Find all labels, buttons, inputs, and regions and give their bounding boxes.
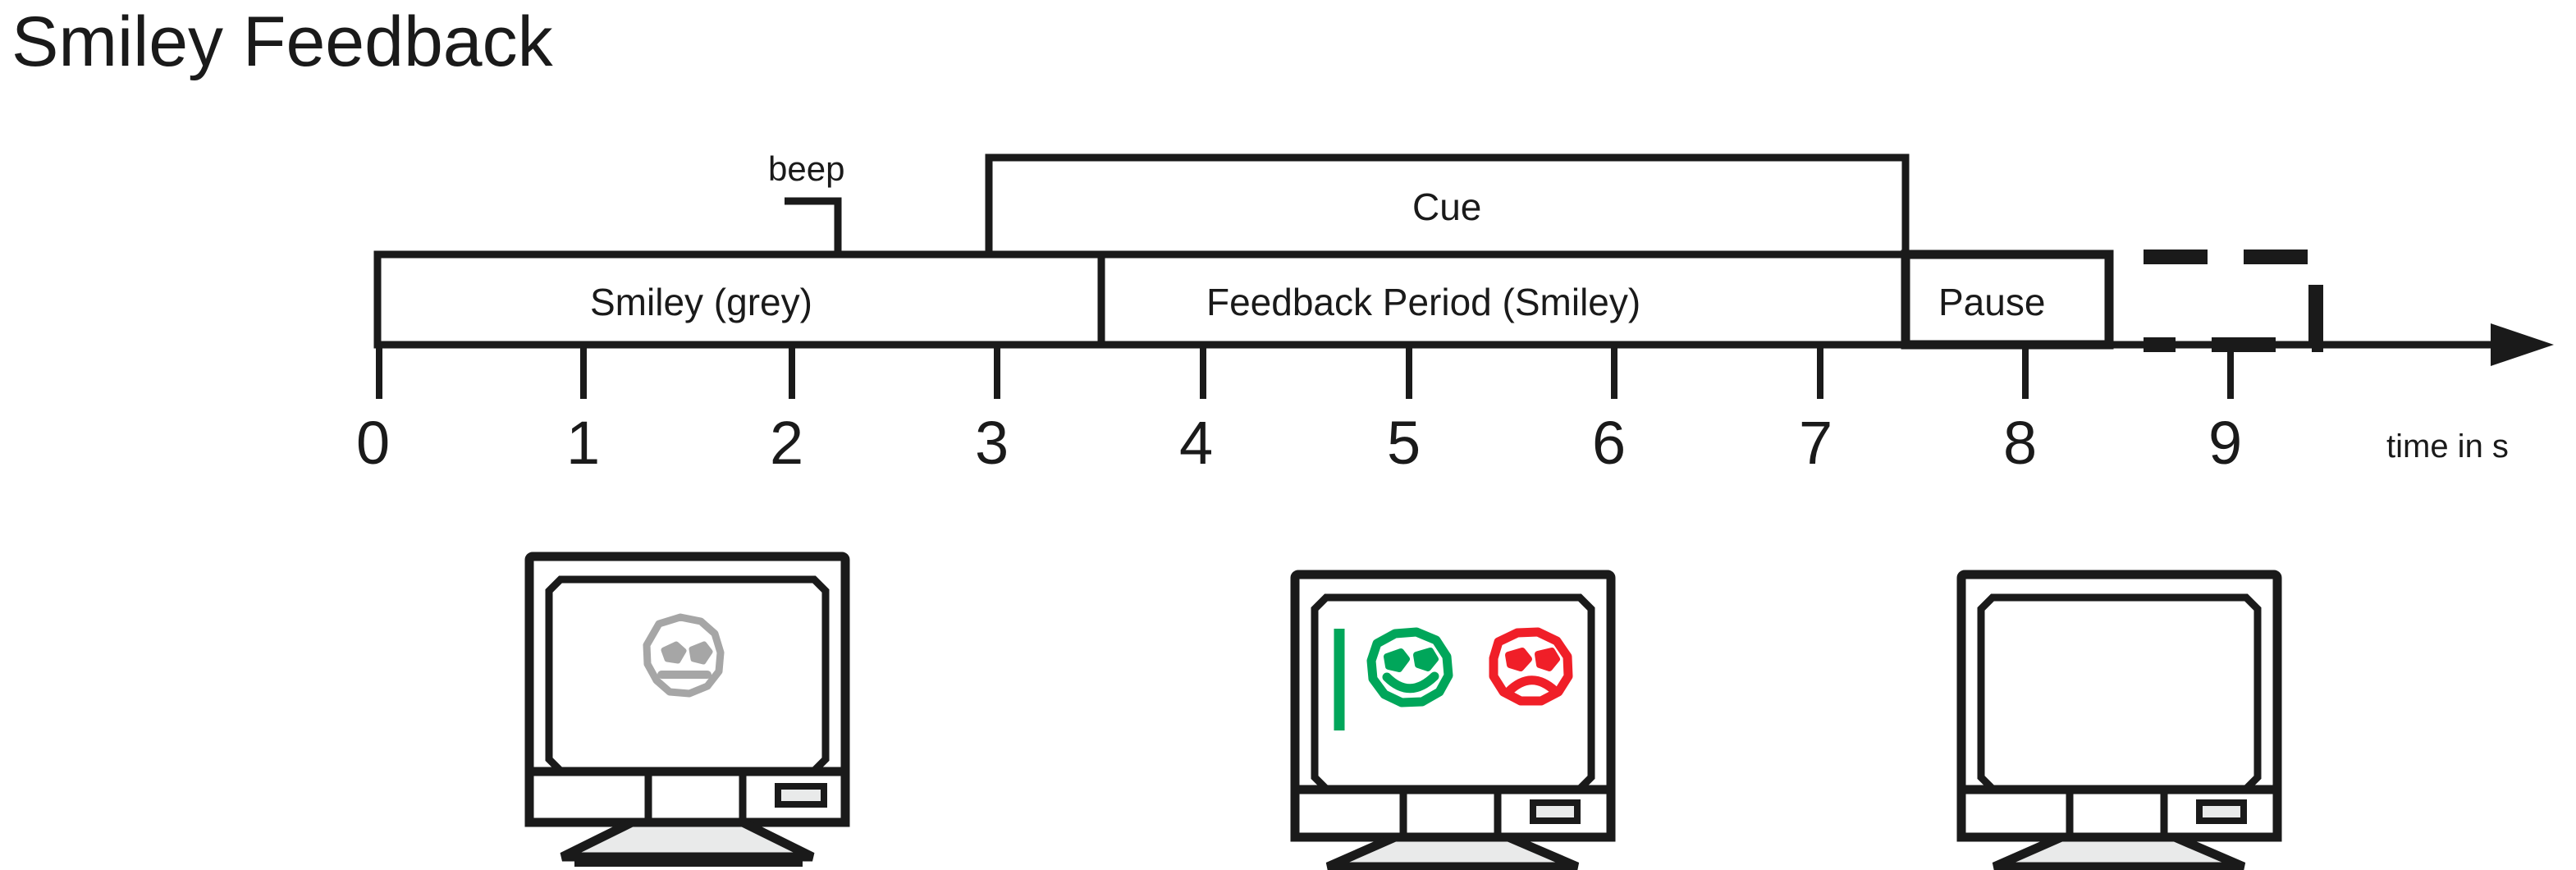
beep-label: beep [768, 149, 845, 188]
green-happy-face-icon [1366, 627, 1453, 707]
power-led [1530, 799, 1581, 824]
tick-label-2: 2 [770, 409, 804, 477]
axis-arrow-head [2491, 323, 2554, 366]
tick-label-7: 7 [1799, 409, 1833, 477]
pause-label: Pause [1938, 281, 2046, 323]
beep-pulse [785, 197, 842, 260]
time-axis [376, 323, 2554, 399]
screen-feedback [1290, 570, 1616, 870]
smiley-grey-label: Smiley (grey) [590, 281, 812, 323]
tick-label-9: 9 [2208, 409, 2243, 477]
tick-label-8: 8 [2003, 409, 2038, 477]
main-interval-row [373, 250, 2114, 350]
tick-label-6: 6 [1592, 409, 1627, 477]
tick-label-0: 0 [356, 409, 391, 477]
red-sad-face-icon [1489, 627, 1573, 706]
tick-label-3: 3 [975, 409, 1009, 477]
tick-label-1: 1 [566, 409, 601, 477]
power-led [2196, 799, 2247, 824]
interval-next-trial-dashed [2144, 250, 2323, 352]
power-led [775, 783, 827, 808]
tick-label-5: 5 [1387, 409, 1421, 477]
tick-label-4: 4 [1179, 409, 1214, 477]
feedback-period-label: Feedback Period (Smiley) [1206, 281, 1641, 323]
cue-label: Cue [1412, 185, 1482, 228]
axis-ticks [376, 345, 2234, 399]
screen-blank [1956, 570, 2282, 870]
grey-neutral-face-icon [643, 613, 725, 698]
axis-title: time in s [2386, 428, 2509, 465]
interval-pause [1901, 250, 2114, 350]
screen-smiley-grey [524, 552, 850, 867]
figure-title: Smiley Feedback [11, 2, 553, 81]
